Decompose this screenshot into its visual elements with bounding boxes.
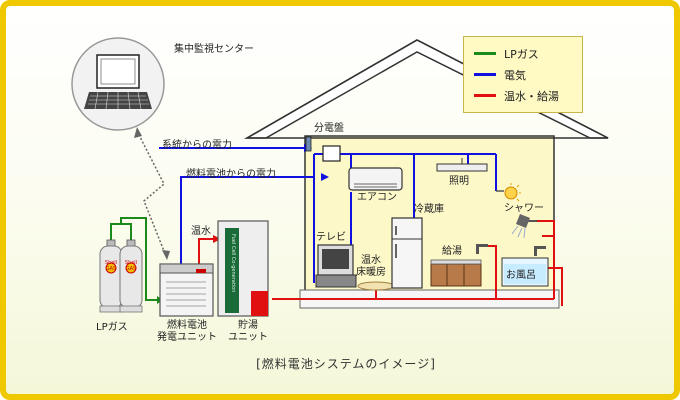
- bath-label: お風呂: [506, 270, 536, 281]
- bathtub: [501, 257, 549, 287]
- fc-unit-label: 燃料電池 発電ユニット: [157, 320, 217, 343]
- fuel-cell-unit: [159, 263, 214, 317]
- distribution-board-label: 分電盤: [314, 123, 344, 134]
- grid-power-label: 系統からの電力: [162, 140, 232, 151]
- legend-label-gas: LPガス: [504, 48, 539, 61]
- diagram-caption: [燃料電池システムのイメージ]: [256, 357, 436, 371]
- tv-label: テレビ: [316, 232, 346, 243]
- aircon-label: エアコン: [357, 192, 397, 203]
- hot-water-lines: [198, 220, 563, 306]
- kitchen-faucet: [476, 244, 488, 254]
- distribution-board: [322, 145, 341, 162]
- communication-line: [136, 130, 167, 257]
- hot-water-supply-label: 給湯: [442, 246, 462, 257]
- kitchen-counter: [430, 259, 482, 287]
- floor-heating-label: 温水 床暖房: [356, 255, 386, 278]
- cylinder-logo-2: Shell GAS: [124, 260, 138, 272]
- gas-pipe: [110, 217, 162, 301]
- lp-gas-label: LPガス: [96, 322, 128, 333]
- storage-unit-label: 貯湯 ユニット: [228, 320, 268, 343]
- shower-label: シャワー: [504, 203, 544, 214]
- storage-unit: Fuel Cell Co-generation: [217, 220, 269, 317]
- hot-water-label: 温水: [191, 226, 211, 237]
- fridge-label: 冷蔵庫: [414, 204, 444, 215]
- lamp-bulb: [496, 183, 521, 202]
- lp-gas-cylinders: [99, 239, 143, 313]
- legend: LPガス 電気 温水・給湯: [463, 36, 583, 113]
- cylinder-logo-1: Shell GAS: [104, 260, 118, 272]
- lighting-label: 照明: [449, 176, 469, 187]
- bath-faucet: [534, 246, 546, 256]
- legend-label-electric: 電気: [504, 69, 526, 82]
- legend-swatch-electric: [474, 73, 496, 76]
- svg-text:Fuel Cell Co-generation: Fuel Cell Co-generation: [230, 234, 236, 292]
- legend-swatch-water: [474, 94, 496, 97]
- monitor-center-label: 集中監視センター: [174, 44, 254, 55]
- tv-set: [315, 244, 357, 288]
- electric-lines: [159, 147, 497, 283]
- legend-label-water: 温水・給湯: [504, 90, 559, 103]
- ceiling-light: [436, 158, 488, 172]
- floor-heating-mat: [357, 281, 395, 291]
- fridge-appliance: [391, 217, 423, 289]
- legend-swatch-gas: [474, 52, 496, 55]
- aircon-unit: [348, 167, 403, 191]
- shower-head: [511, 214, 537, 239]
- system-illustration: Fuel Cell Co-generation: [71, 37, 609, 317]
- meter: [305, 136, 312, 152]
- fc-power-label: 燃料電池からの電力: [186, 169, 276, 180]
- laptop-icon: [84, 54, 152, 110]
